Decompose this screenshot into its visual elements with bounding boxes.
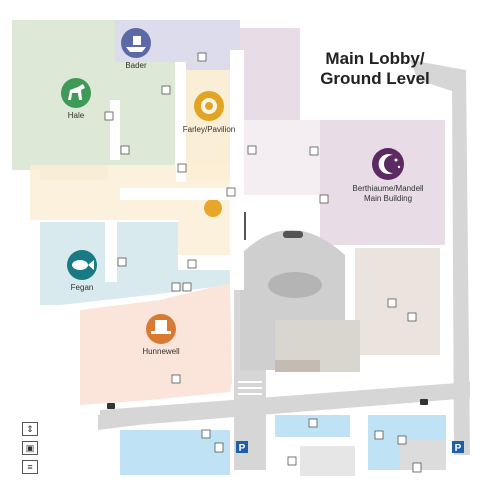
map-title-line2: Ground Level <box>320 69 430 88</box>
fish-icon <box>67 250 97 280</box>
parking-icon <box>236 441 248 453</box>
east-buildings <box>275 248 440 372</box>
bader-label: Bader <box>125 61 147 70</box>
elevator-icon <box>397 435 407 445</box>
restroom-icon <box>187 259 197 269</box>
sunflower-icon <box>194 91 224 121</box>
restroom-icon <box>319 194 329 204</box>
fegan-label: Fegan <box>71 283 94 292</box>
stairs-icon <box>412 462 422 473</box>
bus-icon <box>107 403 115 409</box>
elevator-markers <box>104 52 407 445</box>
elevator-icon <box>171 282 181 292</box>
berthiaume-label-line2: Main Building <box>364 194 412 203</box>
bus-markers <box>107 399 428 409</box>
street-southwest <box>98 405 178 430</box>
parking-markers: P P <box>236 441 464 454</box>
elevator-icon <box>197 52 207 62</box>
legend-elevator-icon: ⇕ <box>22 422 38 436</box>
street-south-main <box>100 382 470 428</box>
parking-label: P <box>239 443 246 454</box>
hale-building[interactable] <box>12 20 175 180</box>
moon-stars-icon <box>372 148 404 180</box>
top-hat-icon <box>146 314 176 344</box>
hale-label: Hale <box>68 111 85 120</box>
restroom-icon <box>247 145 257 155</box>
stairs-icon <box>214 442 224 453</box>
horse-icon <box>61 78 91 108</box>
farley-label: Farley/Pavilion <box>183 125 235 134</box>
restroom-icon <box>287 456 297 466</box>
parking-label: P <box>455 443 462 454</box>
restroom-icon <box>407 312 417 322</box>
map-title-line1: Main Lobby/ <box>325 49 424 68</box>
parking-icon <box>452 441 464 453</box>
corridors <box>105 50 244 290</box>
farley-building[interactable] <box>30 70 240 255</box>
restroom-icon <box>201 429 211 439</box>
hunnewell-label: Hunnewell <box>142 347 180 356</box>
hunnewell-building[interactable] <box>80 283 232 405</box>
legend-restroom-icon: ▣ <box>22 441 38 455</box>
berthiaume-label-line1: Berthiaume/Mandell <box>352 184 423 193</box>
elevator-icon <box>308 418 318 428</box>
berthiaume-building[interactable] <box>240 28 445 245</box>
fegan-building[interactable] <box>40 222 230 305</box>
boat-icon <box>121 28 151 58</box>
elevator-icon <box>161 85 171 95</box>
elevator-icon <box>387 298 397 308</box>
legend-stairs-icon: ≡ <box>22 460 38 474</box>
restroom-icon <box>120 145 130 155</box>
elevator-icon <box>104 111 114 121</box>
elevator-icon <box>171 374 181 384</box>
elevator-icon <box>182 282 192 292</box>
street-diagonal-north <box>410 60 466 92</box>
stairs-markers <box>214 442 422 473</box>
elevator-icon <box>177 163 187 173</box>
street-east <box>452 70 470 455</box>
restroom-icon <box>374 430 384 440</box>
south-buildings <box>120 415 446 476</box>
elevator-icon <box>226 187 236 197</box>
bus-icon <box>420 399 428 405</box>
restroom-markers <box>117 145 417 466</box>
restroom-icon <box>117 257 127 267</box>
crosswalks <box>238 381 262 395</box>
elevator-icon <box>309 146 319 156</box>
